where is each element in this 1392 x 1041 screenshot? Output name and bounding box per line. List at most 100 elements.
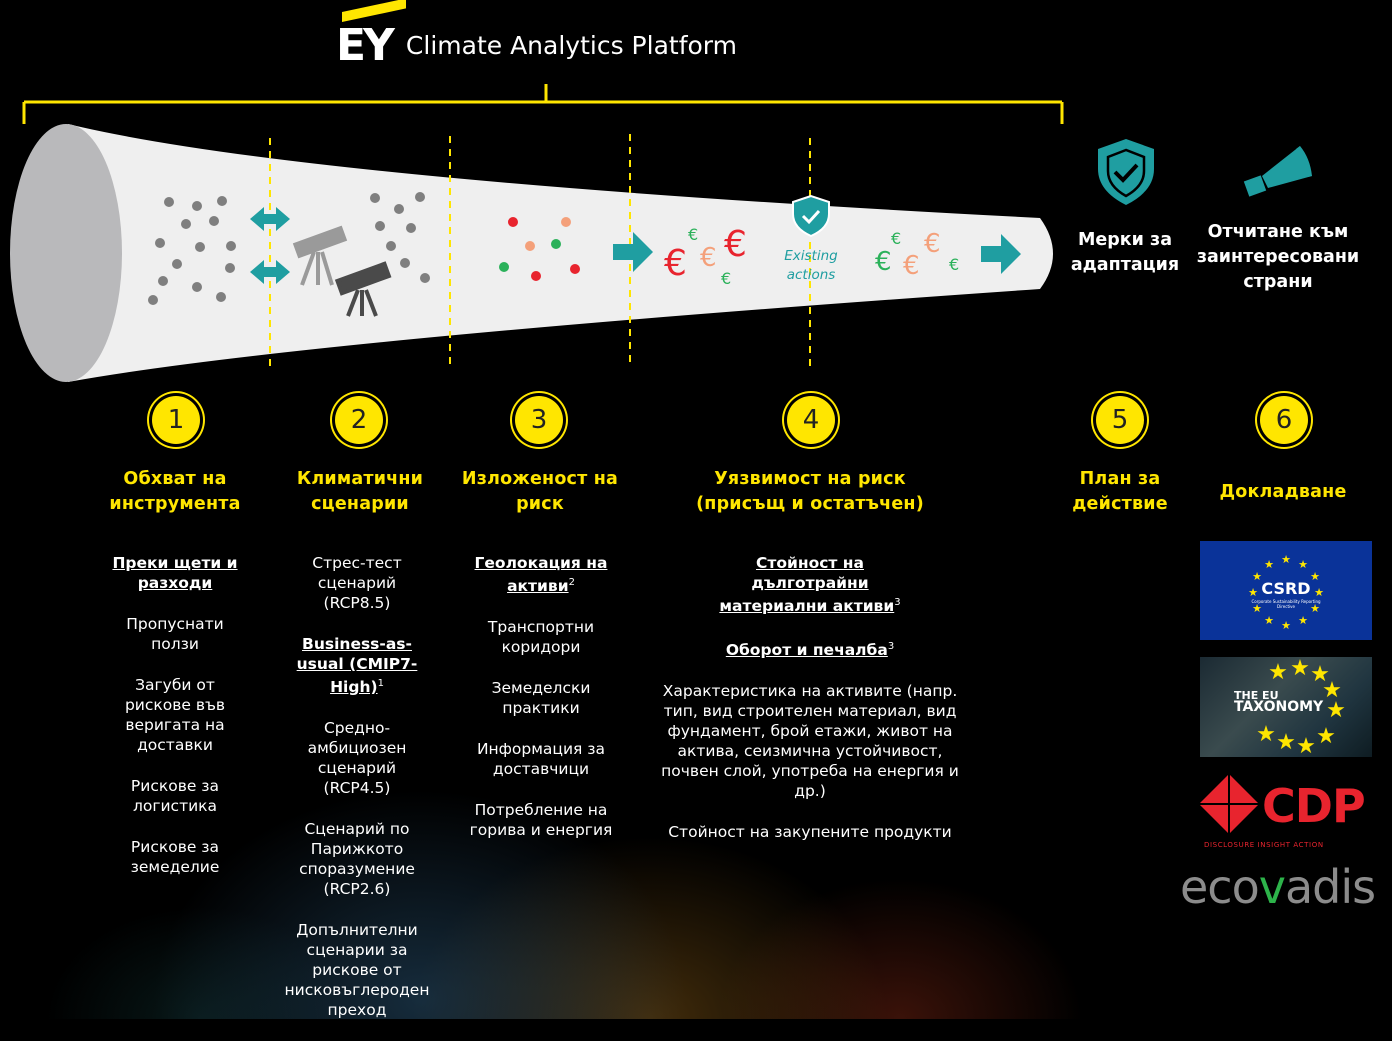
col3-item: Транспортни коридори: [487, 618, 595, 657]
col4-item: Характеристика на активите (напр. тип, в…: [661, 682, 959, 801]
arrow-right-icon: [613, 232, 653, 272]
col1-item: Рискове за земеделие: [130, 838, 220, 876]
existing-actions-line2: actions: [787, 267, 836, 283]
col2-item: Допълнителни сценарии за рискове от ниск…: [284, 921, 430, 1020]
col3-item: Потребление на горива и енергия: [469, 801, 613, 840]
svg-text:★: ★: [1268, 660, 1288, 685]
euro-symbol: €: [875, 247, 892, 277]
footnote-marker: 2: [568, 577, 575, 588]
euro-symbol: €: [721, 269, 731, 288]
step-number-1: 1: [152, 396, 200, 444]
col1-item: Загуби от рискове във веригата на достав…: [124, 676, 226, 754]
step-number-5: 5: [1096, 396, 1144, 444]
col4-item: Стойност на закупените продукти: [668, 823, 952, 842]
step-title-2: Климатични сценарии: [296, 469, 424, 514]
euro-symbol: €: [903, 251, 920, 281]
euro-symbol: €: [891, 229, 901, 248]
svg-text:★: ★: [1314, 586, 1324, 599]
svg-text:★: ★: [1281, 553, 1291, 566]
column-scenarios: Стрес-тест сценарий (RCP8.5) Business-as…: [282, 553, 432, 1041]
cdp-tagline: DISCLOSURE INSIGHT ACTION: [1204, 841, 1324, 849]
col3-item-geolocation: Геолокация на активи: [474, 554, 608, 596]
step-number-6: 6: [1260, 396, 1308, 444]
euro-risk-icons: € € € € €: [664, 224, 747, 288]
step-number-2: 2: [335, 396, 383, 444]
column-vulnerability: Стойност на дълготрайни материални актив…: [652, 553, 968, 863]
taxonomy-line2: TAXONOMY: [1234, 699, 1324, 715]
col2-item: Стрес-тест сценарий (RCP8.5): [312, 554, 402, 612]
col2-item: Сценарий по Парижкото споразумение (RCP2…: [299, 820, 415, 899]
svg-text:★: ★: [1310, 602, 1320, 615]
funnel-mouth: [10, 124, 122, 382]
megaphone-icon: [1243, 146, 1312, 197]
col2-item: Средно-амбициозен сценарий (RCP4.5): [307, 719, 407, 798]
col1-item: Пропуснати ползи: [126, 615, 224, 653]
exchange-arrows-icon: [250, 207, 290, 284]
cdp-text: CDP: [1262, 779, 1366, 833]
svg-text:★: ★: [1290, 657, 1310, 681]
csrd-text: CSRD: [1261, 578, 1311, 598]
cdp-logo: CDP DISCLOSURE INSIGHT ACTION: [1200, 775, 1372, 855]
column-exposure: Геолокация на активи2 Транспортни коридо…: [465, 553, 617, 861]
svg-text:★: ★: [1322, 678, 1342, 703]
footnote-marker: 3: [894, 597, 901, 608]
footnote-marker: 3: [887, 641, 895, 653]
adaptation-shield-icon: [1098, 139, 1154, 205]
step-title-1: Обхват на инструмента: [109, 469, 241, 514]
svg-text:★: ★: [1264, 558, 1274, 571]
eu-stars-icon: ★★★ ★★★ ★★★: [1256, 657, 1346, 757]
step-number-3: 3: [515, 396, 563, 444]
col1-item: Преки щети и разходи: [112, 554, 238, 592]
euro-symbol: €: [664, 243, 687, 284]
csrd-subtext: Corporate Sustainability Reporting Direc…: [1251, 598, 1321, 609]
svg-text:★: ★: [1316, 724, 1336, 749]
funnel-body: [68, 124, 1053, 382]
step-title-5: План за действие: [1072, 469, 1168, 514]
data-dots-grey: [148, 192, 430, 305]
footnote-marker: 1: [377, 678, 384, 689]
ey-logo: EY: [336, 0, 406, 68]
col3-item: Земеделски практики: [491, 679, 591, 718]
data-dots-colored: [499, 217, 580, 281]
existing-actions-shield-icon: [792, 194, 830, 238]
step-title-6: Докладване: [1219, 482, 1347, 502]
platform-title: Climate Analytics Platform: [405, 31, 737, 60]
svg-text:★: ★: [1276, 730, 1296, 755]
euro-symbol: €: [700, 243, 717, 273]
col3-item: Информация за доставчици: [476, 740, 606, 779]
svg-text:★: ★: [1310, 662, 1330, 687]
col4-item-revenue: Оборот и печалба: [725, 641, 888, 660]
step-number-4: 4: [787, 396, 835, 444]
funnel-diagram: € € € € € € € € € € Existing actions: [10, 84, 1312, 382]
existing-actions-line1: Existing: [784, 248, 838, 264]
telescope-icon: [292, 225, 348, 286]
col4-item-fixed-assets: Стойност на дълготрайни материални актив…: [719, 554, 895, 616]
telescope-icon: [334, 261, 392, 317]
ecovadis-logo: ecovadis: [1180, 860, 1376, 914]
svg-text:★: ★: [1296, 734, 1316, 757]
svg-text:★: ★: [1264, 614, 1274, 627]
col2-item-bau: Business-as-usual (CMIP7-High): [296, 635, 418, 697]
stakeholders-label: Отчитане към заинтересовани страни: [1196, 222, 1360, 292]
euro-symbol: €: [924, 229, 941, 259]
svg-text:★: ★: [1252, 570, 1262, 583]
platform-bracket: [22, 84, 1064, 124]
euro-symbol: €: [688, 225, 698, 244]
adaptation-label: Мерки за адаптация: [1070, 230, 1180, 275]
column-scope: Преки щети и разходи Пропуснати ползи За…: [105, 553, 245, 898]
svg-text:★: ★: [1310, 570, 1320, 583]
euro-residual-icons: € € € € €: [875, 229, 959, 281]
euro-symbol: €: [949, 255, 959, 274]
svg-text:★: ★: [1326, 698, 1346, 723]
col1-item: Рискове за логистика: [130, 777, 220, 815]
eu-stars-icon: ★★★ ★★★ ★★★ ★★★: [1248, 553, 1324, 632]
arrow-right-icon: [981, 234, 1021, 274]
taxonomy-line1: THE EU: [1234, 689, 1279, 702]
svg-text:★: ★: [1252, 602, 1262, 615]
svg-text:★: ★: [1298, 614, 1308, 627]
step-title-4: Уязвимост на риск (присъщ и остатъчен): [696, 469, 924, 514]
svg-text:★: ★: [1298, 558, 1308, 571]
svg-text:★: ★: [1281, 619, 1291, 631]
step-title-3: Изложеност на риск: [461, 469, 619, 514]
euro-symbol: €: [724, 224, 747, 265]
